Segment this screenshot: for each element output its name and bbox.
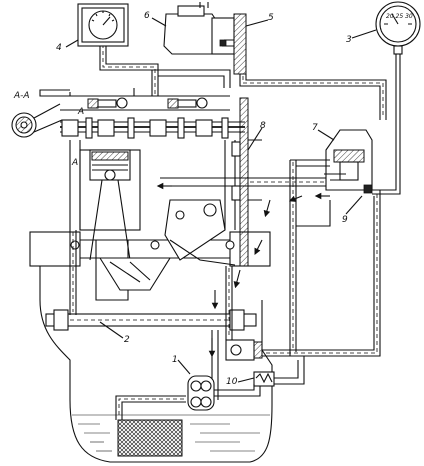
block-left-wall [69,140,81,230]
callout-7: 7 [312,123,318,133]
filter-housing-5 [219,13,387,120]
flow-arrows [156,182,330,358]
section-mark-top: A [77,107,84,117]
gauge-scale-text: 20 25 30 [386,13,413,20]
top-oil-line [39,42,231,97]
crankcase-outline [39,260,273,463]
section-a-a-view [11,103,63,138]
callout-4: 4 [56,43,62,53]
oil-sump [72,414,270,452]
oil-pressure-gauge-square [77,3,129,47]
section-mark-bottom: A [71,158,78,168]
oil-pressure-sensor [225,339,263,361]
oil-pump-1 [115,375,215,420]
rocker-assembly [60,88,230,111]
callout-3: 3 [346,35,352,45]
right-oil-lines [160,159,381,357]
bypass-valve-10 [214,356,305,397]
oil-intake-screen [117,419,183,457]
callout-1: 1 [172,355,178,365]
callout-2: 2 [124,335,130,345]
callout-leaders [65,17,377,383]
oil-filter-6 [163,2,235,55]
callout-8: 8 [260,121,266,131]
cylinder-piston [79,149,141,301]
relief-valve-7 [324,129,373,194]
callout-6: 6 [144,11,150,21]
crankshaft [29,199,271,291]
timing-gear-8 [231,97,262,267]
section-label: A-A [13,91,30,101]
oil-pressure-gauge-round: 20 25 30 [372,1,421,195]
callout-9: 9 [342,215,348,225]
callout-10: 10 [226,377,238,387]
camshaft [60,117,245,139]
callout-5: 5 [268,13,274,23]
oil-gallery-shaft-2 [45,309,257,331]
